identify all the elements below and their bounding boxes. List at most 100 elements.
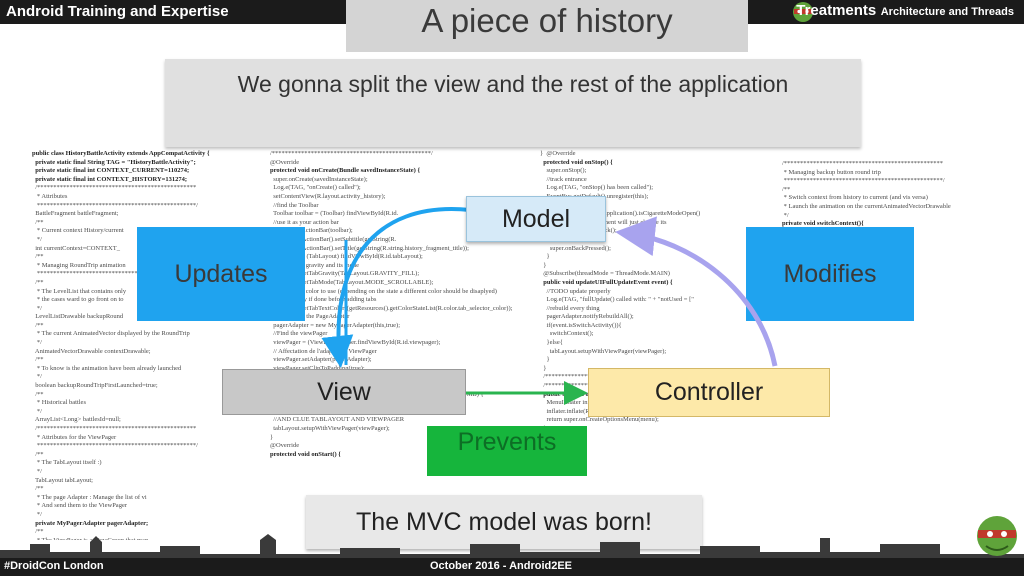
section-small: Architecture and Threads bbox=[880, 6, 1014, 18]
code-line: ****************************************… bbox=[782, 177, 945, 185]
android-mascot-icon bbox=[977, 516, 1017, 556]
code-line: /***************************************… bbox=[270, 150, 433, 157]
code-line: public class HistoryBattleActivity exten… bbox=[32, 150, 210, 157]
view-box: View bbox=[222, 369, 466, 415]
code-line: private static final String TAG = "Histo… bbox=[32, 158, 196, 166]
code-line: * The ViewPager is a ViewGroup that man bbox=[32, 537, 220, 540]
code-line: ****************************************… bbox=[32, 442, 198, 450]
code-line: //Define the color to use (depending on … bbox=[270, 287, 497, 295]
code-line: /** bbox=[32, 356, 44, 364]
code-line: // Affectation de l'adapter au ViewPager bbox=[270, 347, 377, 355]
code-line: * The TabLayout itself :) bbox=[32, 459, 102, 467]
code-line: protected void onCreate(Bundle savedInst… bbox=[270, 167, 421, 175]
code-line: tabLayout = (TabLayout) findViewById(R.i… bbox=[270, 253, 423, 261]
code-line: //rebuild every thing bbox=[540, 304, 600, 312]
code-line: } bbox=[540, 356, 550, 364]
android-robot-icon bbox=[793, 2, 813, 22]
code-line: Log.e(TAG, "onStop() has been called"); bbox=[540, 184, 654, 192]
code-line: /***************************************… bbox=[32, 425, 197, 432]
code-line: boolean backupRoundTripFirstLaunched=tru… bbox=[32, 382, 158, 390]
code-line: /** bbox=[32, 321, 44, 329]
slide-title-box: A piece of history bbox=[346, 0, 748, 52]
code-line: /***************************************… bbox=[782, 160, 944, 167]
code-line: */ bbox=[32, 407, 42, 415]
code-line: */ bbox=[782, 211, 789, 219]
code-line: Log.e(TAG, "fullUpdate() called with: " … bbox=[540, 296, 694, 304]
code-line: * The page Adapter : Manage the list of … bbox=[32, 493, 147, 501]
code-line: * And send them to the ViewPager bbox=[32, 502, 127, 510]
code-line: tabLayout.setTabGravity(TabLayout.GRAVIT… bbox=[270, 270, 420, 278]
code-line: setContentView(R.layout.activity_history… bbox=[270, 192, 386, 200]
slide-subtitle-box: We gonna split the view and the rest of … bbox=[165, 59, 861, 147]
code-line: protected void onStop() { bbox=[540, 158, 613, 166]
code-line: //instanciate the PageAdapter bbox=[270, 313, 350, 321]
footer-left: #DroidCon London bbox=[4, 560, 104, 572]
code-line: //use it as your action bar bbox=[270, 218, 339, 226]
code-line: super.onBackPressed(); bbox=[540, 244, 611, 252]
code-line: */ bbox=[32, 373, 42, 381]
code-line: //track entrance bbox=[540, 175, 587, 183]
code-line: @Override bbox=[270, 158, 300, 166]
code-line: LevelListDrawable backupRound bbox=[32, 313, 124, 321]
code-line: */ bbox=[32, 339, 42, 347]
code-line: ****************************************… bbox=[32, 201, 198, 209]
code-line: @Override bbox=[270, 442, 300, 450]
code-line: super.onStop(); bbox=[540, 167, 587, 175]
code-line: */ bbox=[32, 235, 42, 243]
view-text: View bbox=[317, 377, 371, 406]
code-line: //find the Toolbar bbox=[270, 201, 319, 209]
controller-text: Controller bbox=[654, 378, 764, 406]
code-line: /***************************************… bbox=[32, 184, 197, 192]
code-line: //TODO update properly bbox=[540, 287, 611, 295]
modifies-text: Modifies bbox=[783, 259, 877, 288]
code-line: tabLayout.setTabMode(TabLayout.MODE_SCRO… bbox=[270, 278, 434, 286]
code-line: }else{ bbox=[540, 339, 563, 347]
code-line: } @Override bbox=[540, 150, 576, 157]
prevents-text: Prevents bbox=[457, 428, 557, 456]
code-line: /** bbox=[32, 390, 44, 398]
model-box: Model bbox=[466, 196, 606, 242]
code-line: private void switchContext(){ bbox=[782, 220, 864, 228]
slide-title: A piece of history bbox=[421, 2, 673, 39]
brand-title: Android Training and Expertise bbox=[6, 3, 229, 20]
code-line: viewPager.setClipToPadding(true); bbox=[270, 365, 538, 374]
code-line: TabLayout tabLayout; bbox=[32, 476, 93, 484]
code-line: } bbox=[540, 364, 547, 372]
code-line: /** bbox=[32, 218, 44, 226]
code-line: * Managing backup button round trip bbox=[782, 168, 881, 176]
code-line: tabLayout.setupWithViewPager(viewPager); bbox=[270, 425, 390, 432]
code-line: /** bbox=[32, 450, 44, 458]
code-line: super.onCreate(savedInstanceState); bbox=[270, 175, 368, 183]
code-line: private static final int CONTEXT_CURRENT… bbox=[32, 167, 190, 175]
section-heading: Treatments Architecture and Threads bbox=[796, 2, 1014, 20]
code-line: return super.onCreateOptionsMenu(menu); bbox=[540, 416, 659, 424]
code-line: @Subscribe(threadMode = ThreadMode.MAIN) bbox=[540, 270, 670, 278]
code-line: /** bbox=[782, 185, 791, 193]
caption-box: The MVC model was born! bbox=[306, 495, 702, 549]
code-line: * Switch context from history to current… bbox=[782, 194, 928, 202]
footer-bar: #DroidCon London October 2016 - Android2… bbox=[0, 558, 1024, 576]
code-line: * Launch the animation on the currentAni… bbox=[782, 202, 951, 210]
updates-text: Updates bbox=[174, 259, 268, 288]
controller-box: Controller bbox=[588, 368, 830, 417]
code-line: viewPager.setAdapter(pagerAdapter); bbox=[270, 356, 372, 364]
section-big: Treatments bbox=[796, 2, 877, 19]
code-column-1: public class HistoryBattleActivity exten… bbox=[32, 150, 220, 540]
code-line: if(MyApplication.getApplication().isCiga… bbox=[540, 210, 701, 218]
caption-text: The MVC model was born! bbox=[356, 507, 652, 536]
code-line: * The current AnimatedVector displayed b… bbox=[32, 330, 190, 338]
code-line: /** bbox=[32, 253, 44, 261]
code-line: getSupportActionBar().setSubtitle(getStr… bbox=[270, 235, 397, 243]
code-line: pagerAdapter = new MyPagerAdapter(this,t… bbox=[270, 321, 401, 329]
code-line: viewPager = (ViewPager) super.findViewBy… bbox=[270, 339, 441, 347]
code-line: setSupportActionBar(toolbar); bbox=[270, 227, 353, 235]
code-line: int currentContext=CONTEXT_ bbox=[32, 244, 120, 252]
code-line: switchContext(); bbox=[540, 330, 594, 338]
code-line: /** bbox=[32, 485, 44, 493]
code-line: //AND CLUE TABLAYOUT AND VIEWPAGER bbox=[270, 416, 405, 424]
code-line: private MyPagerAdapter pagerAdapter; bbox=[32, 519, 149, 527]
code-line: ********************************* bbox=[32, 270, 145, 278]
code-line: //Find the viewPager bbox=[270, 330, 328, 338]
code-line: */ bbox=[32, 510, 42, 518]
code-line: * Managing RoundTrip animation bbox=[32, 261, 126, 269]
